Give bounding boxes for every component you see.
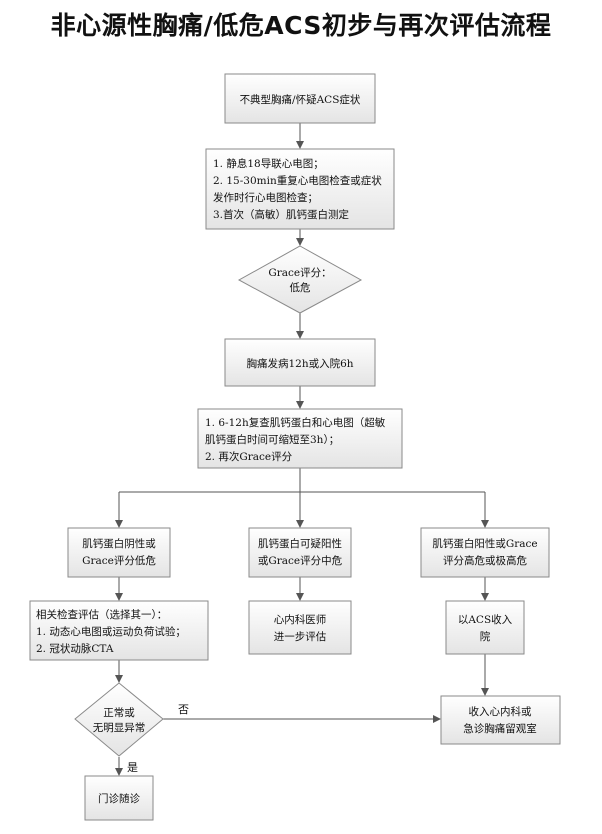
- node-start: 不典型胸痛/怀疑ACS症状: [224, 73, 376, 124]
- normal_q-line-0: 正常或: [103, 706, 135, 719]
- recheck-line-1: 肌钙蛋白时间可缩短至3h）；: [205, 433, 339, 446]
- edge-label-yes: 是: [127, 761, 138, 774]
- node-cardiologist: 心内科医师进一步评估: [248, 600, 352, 655]
- node-admit-observation: 收入心内科或急诊胸痛留观室: [440, 695, 561, 745]
- node-acs-admit: 以ACS收入院: [445, 600, 525, 655]
- node-acs-admit-text: 以ACS收入院: [458, 613, 513, 643]
- cardio-line-1: 进一步评估: [274, 630, 327, 643]
- node-low-risk-text: 肌钙蛋白阴性或 Grace评分低危: [82, 537, 156, 567]
- grace1-line-0: Grace评分：: [268, 267, 331, 279]
- initial_eval-line-1: 2. 15-30min重复心电图检查或症状: [213, 174, 382, 187]
- page-title: 非心源性胸痛/低危ACS初步与再次评估流程: [50, 11, 552, 40]
- high-line-1: 评分高危或极高危: [443, 554, 527, 567]
- low-line-1: Grace评分低危: [82, 554, 156, 567]
- node-cardiologist-text: 心内科医师进一步评估: [274, 613, 327, 643]
- low-line-0: 肌钙蛋白阴性或: [82, 537, 156, 550]
- node-timing: 胸痛发病12h或入院6h: [224, 338, 376, 387]
- node-low-risk: 肌钙蛋白阴性或 Grace评分低危: [67, 527, 171, 578]
- timing-line-0: 胸痛发病12h或入院6h: [246, 357, 353, 370]
- cardio-line-0: 心内科医师: [274, 613, 327, 626]
- high-line-0: 肌钙蛋白阳性或Grace: [432, 537, 537, 550]
- node-high-risk: 肌钙蛋白阳性或Grace 评分高危或极高危: [420, 527, 550, 578]
- node-related-tests: 相关检查评估（选择其一）： 1. 动态心电图或运动负荷试验； 2. 冠状动脉CTA: [29, 600, 209, 661]
- initial_eval-line-3: 3.首次（高敏）肌钙蛋白测定: [213, 208, 350, 221]
- admit_obs-line-1: 急诊胸痛留观室: [463, 722, 537, 735]
- node-grace-text: Grace评分： 低危: [268, 267, 331, 294]
- node-recheck: 1. 6-12h复查肌钙蛋白和心电图（超敏肌钙蛋白时间可缩短至3h）； 2. 再次…: [197, 408, 403, 469]
- initial_eval-line-0: 1. 静息18导联心电图；: [213, 157, 324, 170]
- node-timing-text: 胸痛发病12h或入院6h: [246, 357, 353, 370]
- mid-line-0: 肌钙蛋白可疑阳性: [258, 537, 342, 550]
- followup-line-0: 门诊随诊: [98, 792, 140, 805]
- node-normal-text: 正常或无明显异常: [93, 706, 146, 734]
- connectors: [115, 123, 489, 776]
- node-followup: 门诊随诊: [84, 775, 154, 821]
- node-recheck-text: 1. 6-12h复查肌钙蛋白和心电图（超敏肌钙蛋白时间可缩短至3h）； 2. 再次…: [205, 416, 386, 463]
- node-start-text: 不典型胸痛/怀疑ACS症状: [240, 93, 361, 106]
- node-initial-eval-text: 1. 静息18导联心电图； 2. 15-30min重复心电图检查或症状发作时行心电…: [213, 157, 382, 221]
- normal_q-line-1: 无明显异常: [93, 721, 146, 734]
- node-grace-diamond: Grace评分： 低危: [237, 245, 363, 314]
- node-related-tests-text: 相关检查评估（选择其一）： 1. 动态心电图或运动负荷试验； 2. 冠状动脉CTA: [36, 608, 186, 655]
- start-line-0: 不典型胸痛/怀疑ACS症状: [240, 93, 361, 106]
- node-admit-observation-text: 收入心内科或急诊胸痛留观室: [463, 705, 537, 735]
- node-followup-text: 门诊随诊: [98, 792, 140, 805]
- mid-line-1: 或Grace评分中危: [258, 554, 343, 567]
- admit_obs-line-0: 收入心内科或: [469, 705, 532, 718]
- edge-label-no: 否: [178, 703, 189, 716]
- acs_admit-line-0: 以ACS收入: [458, 613, 513, 626]
- node-high-risk-text: 肌钙蛋白阳性或Grace 评分高危或极高危: [432, 537, 537, 567]
- related_tests-line-2: 2. 冠状动脉CTA: [36, 642, 114, 655]
- initial_eval-line-2: 发作时行心电图检查；: [213, 191, 318, 204]
- grace1-line-1: 低危: [290, 281, 311, 294]
- related_tests-line-1: 1. 动态心电图或运动负荷试验；: [36, 625, 186, 638]
- node-mid-risk-text: 肌钙蛋白可疑阳性或Grace评分中危: [258, 537, 343, 567]
- recheck-line-2: 2. 再次Grace评分: [205, 450, 293, 463]
- node-mid-risk: 肌钙蛋白可疑阳性或Grace评分中危: [248, 527, 352, 578]
- node-initial-eval: 1. 静息18导联心电图； 2. 15-30min重复心电图检查或症状发作时行心电…: [205, 148, 395, 230]
- recheck-line-0: 1. 6-12h复查肌钙蛋白和心电图（超敏: [205, 416, 386, 429]
- node-normal-diamond: 正常或无明显异常: [74, 682, 164, 757]
- related_tests-line-0: 相关检查评估（选择其一）：: [36, 608, 167, 621]
- acs_admit-line-1: 院: [480, 630, 491, 643]
